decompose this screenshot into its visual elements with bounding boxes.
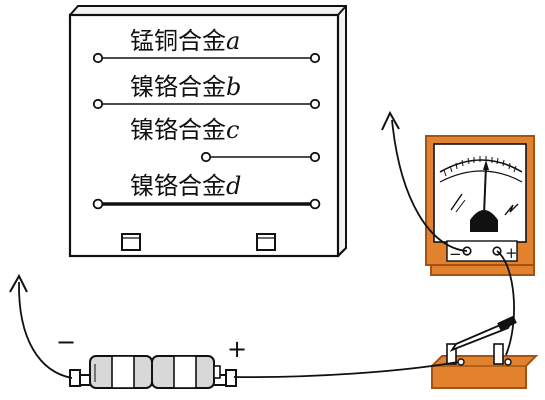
battery-cell-2 — [151, 355, 221, 389]
battery-minus-sign: − — [56, 328, 76, 356]
terminal-b-left[interactable] — [92, 98, 104, 110]
wire-c-label: 镍铬合金 — [130, 116, 226, 144]
wire-c: 镍铬合金 c — [130, 116, 321, 163]
arrow-top-lead — [381, 110, 400, 131]
wire-c-var: c — [226, 116, 239, 144]
terminal-d-right[interactable] — [309, 198, 321, 210]
ammeter-ticks — [443, 156, 517, 177]
wire-d-var: d — [226, 172, 241, 200]
battery-cell-1 — [89, 355, 153, 389]
terminal-c-left[interactable] — [200, 151, 212, 163]
terminal-c-right[interactable] — [309, 151, 321, 163]
ammeter: − + — [425, 135, 535, 276]
arrow-left-lead — [9, 273, 28, 293]
terminal-a-right[interactable] — [309, 52, 321, 64]
switch-handle[interactable] — [497, 315, 517, 331]
lead-battery-minus — [18, 281, 73, 379]
ammeter-scale — [439, 159, 523, 173]
board-foot-left — [121, 233, 141, 251]
wire-a: 锰铜合金 a — [92, 27, 321, 64]
ammeter-plus-sign: + — [505, 244, 518, 262]
wire-b-var: b — [226, 73, 241, 101]
terminal-a-left[interactable] — [92, 52, 104, 64]
wire-d-label: 镍铬合金 — [130, 172, 226, 200]
terminal-d-left[interactable] — [92, 198, 104, 210]
board-foot-right — [256, 233, 276, 251]
board-front-face — [68, 13, 340, 258]
ammeter-pivot — [470, 210, 498, 232]
ammeter-needle — [483, 165, 487, 215]
lead-battery-switch — [233, 361, 459, 379]
connecting-wires — [18, 119, 515, 379]
lead-ammeter-minus — [391, 119, 468, 252]
battery-plus-sign: + — [227, 335, 247, 363]
wire-a-label: 锰铜合金 — [130, 27, 226, 55]
wire-b-label: 镍铬合金 — [130, 73, 226, 101]
battery-pack: − + — [56, 328, 247, 389]
wire-a-var: a — [226, 27, 240, 55]
wire-board: 锰铜合金 a 镍铬合金 b 镍铬合金 c 镍铬合金 d — [68, 5, 347, 258]
terminal-b-right[interactable] — [309, 98, 321, 110]
knife-switch[interactable] — [431, 315, 539, 389]
wire-d: 镍铬合金 d — [92, 172, 321, 210]
wire-b: 镍铬合金 b — [92, 73, 321, 110]
lead-ammeter-switch — [496, 250, 515, 356]
